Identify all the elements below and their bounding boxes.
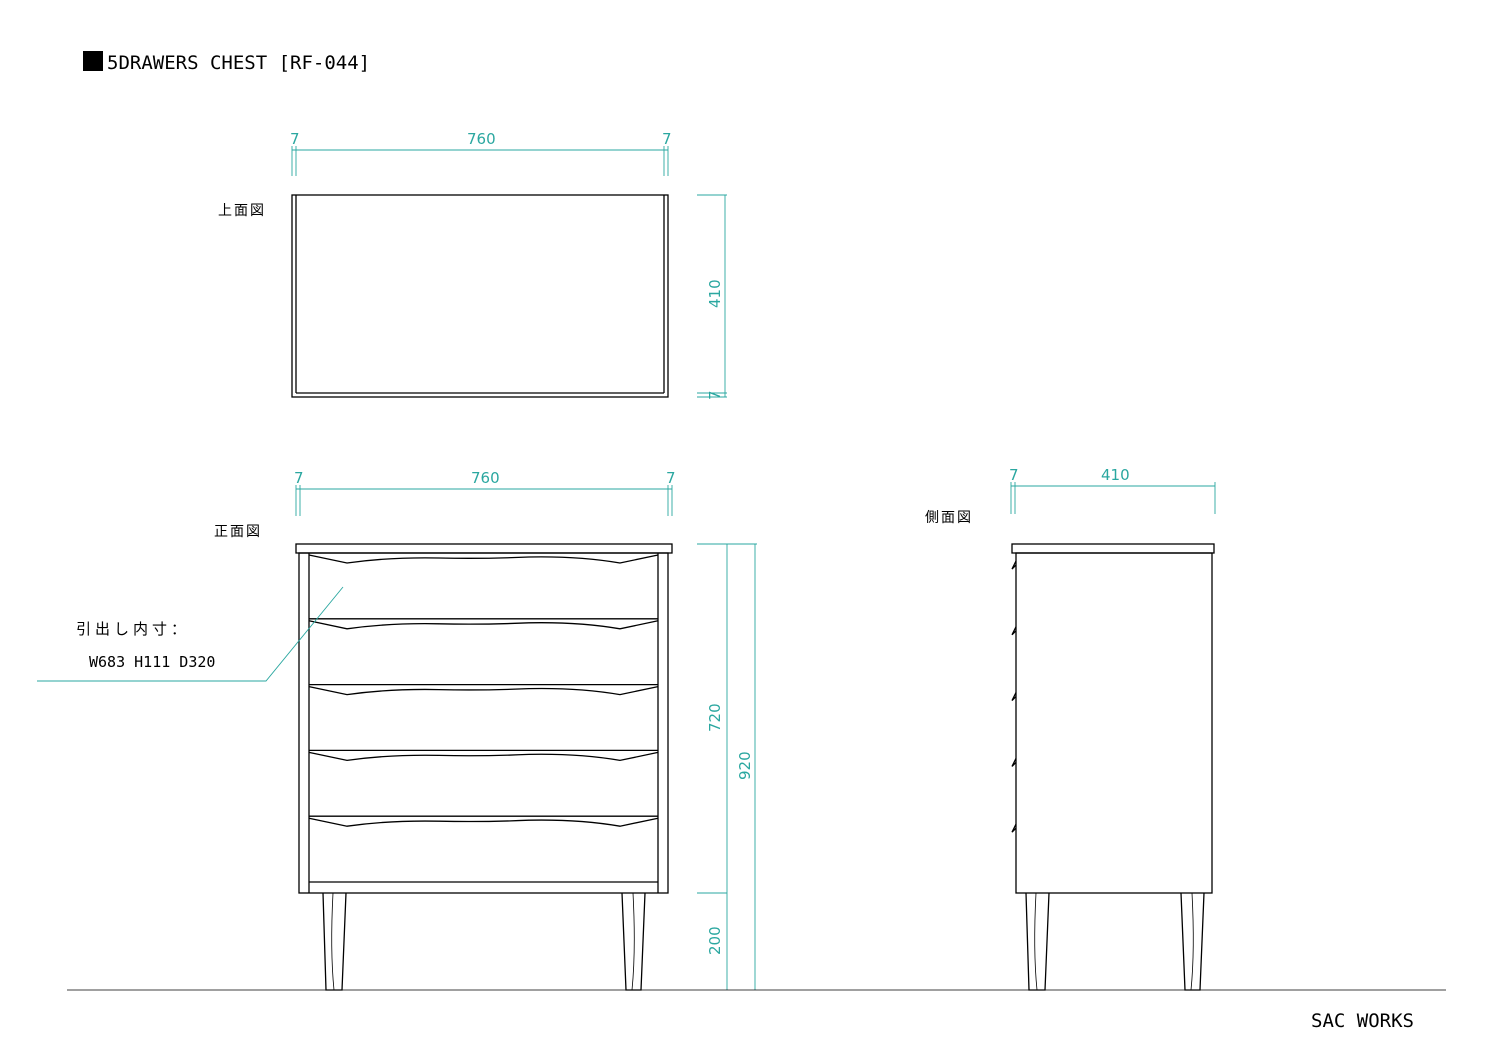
drawer-pull-curve bbox=[308, 751, 659, 762]
drawer-note: 引出し内寸： W683 H111 D320 bbox=[37, 586, 344, 682]
top-depth-edge-value: 7 bbox=[706, 390, 724, 400]
side-width-center-value: 410 bbox=[1101, 466, 1130, 484]
side-right-leg-edge bbox=[1190, 892, 1194, 991]
front-view bbox=[295, 543, 673, 991]
top-view-outline bbox=[291, 194, 669, 398]
top-depth-main-value: 410 bbox=[706, 279, 724, 308]
drawer-pull-curve bbox=[308, 554, 659, 564]
front-right-leg-edge bbox=[631, 892, 635, 991]
drawer-pull-curve bbox=[308, 685, 659, 696]
side-drawer-handle bbox=[1011, 758, 1017, 767]
drawing-title: 5DRAWERS CHEST [RF-044] bbox=[107, 52, 370, 74]
drawer-pull-curve bbox=[308, 620, 659, 630]
side-left-leg-edge bbox=[1034, 892, 1038, 991]
side-drawer-handle bbox=[1011, 692, 1017, 702]
leg-height-value: 200 bbox=[706, 926, 724, 955]
drawer-pull-curve bbox=[308, 817, 659, 827]
drawers-group bbox=[308, 554, 659, 827]
side-left-leg bbox=[1025, 892, 1050, 991]
front-width-left-value: 7 bbox=[294, 469, 304, 487]
side-handles-group bbox=[1011, 560, 1017, 833]
front-left-leg bbox=[322, 892, 347, 991]
top-view-label: 上面図 bbox=[218, 203, 266, 219]
top-view: 上面図 bbox=[218, 194, 669, 398]
side-carcass bbox=[1015, 552, 1213, 894]
front-view-label: 正面図 bbox=[214, 524, 262, 540]
top-width-center-value: 760 bbox=[467, 130, 496, 148]
top-width-left-value: 7 bbox=[290, 130, 300, 148]
front-width-dimension: 7 760 7 bbox=[294, 469, 676, 516]
top-width-right-value: 7 bbox=[662, 130, 672, 148]
side-drawer-handle bbox=[1011, 823, 1017, 833]
side-drawer-handle bbox=[1011, 560, 1017, 570]
body-height-value: 720 bbox=[706, 703, 724, 732]
side-width-left-value: 7 bbox=[1009, 466, 1019, 484]
side-width-dimension: 7 410 bbox=[1009, 466, 1216, 514]
side-drawer-handle bbox=[1011, 626, 1017, 636]
top-width-dimension: 7 760 7 bbox=[290, 130, 672, 176]
drawer-note-heading: 引出し内寸： bbox=[76, 620, 190, 638]
side-view bbox=[1011, 543, 1215, 991]
side-view-label: 側面図 bbox=[925, 510, 973, 526]
front-width-center-value: 760 bbox=[471, 469, 500, 487]
drawer-note-leader-line bbox=[37, 586, 344, 682]
top-depth-dimension: 410 7 bbox=[697, 194, 727, 400]
front-left-leg-edge bbox=[331, 892, 335, 991]
total-height-value: 920 bbox=[736, 751, 754, 780]
side-top-board bbox=[1011, 543, 1215, 554]
front-height-dimensions: 720 200 920 bbox=[697, 543, 757, 990]
front-width-right-value: 7 bbox=[666, 469, 676, 487]
drawer-note-size: W683 H111 D320 bbox=[89, 653, 215, 671]
black-square-icon bbox=[83, 51, 103, 71]
footer-brand: SAC WORKS bbox=[1311, 1010, 1414, 1032]
front-top-board bbox=[295, 543, 673, 554]
front-carcass bbox=[298, 552, 669, 894]
